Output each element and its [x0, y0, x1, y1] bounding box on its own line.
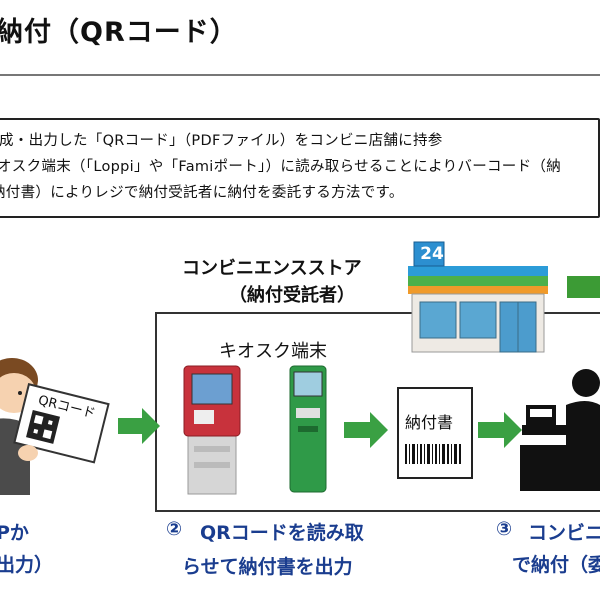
title-divider [0, 74, 600, 76]
kiosk-red-illustration [183, 365, 241, 495]
payment-slip-label: 納付書 [405, 413, 454, 432]
arrow-to-receipt [344, 412, 388, 448]
step2-number: ② [166, 518, 183, 540]
step1-line2: 出力） [0, 554, 54, 576]
kiosk-label: キオスク端末 [219, 341, 327, 362]
convenience-store-illustration [408, 241, 548, 353]
store-sign-green [567, 276, 600, 298]
kiosk-green-illustration [289, 365, 327, 493]
store-sign-number: 24 [420, 244, 444, 264]
step1-line1: Pか [0, 522, 29, 544]
step2-line1: QRコードを読み取 [200, 522, 364, 544]
step2-line2: らせて納付書を出力 [182, 556, 353, 578]
store-subtitle: （納付受託者） [229, 285, 355, 306]
page-title: 納付（QRコード） [0, 17, 238, 48]
description-line-1: 成・出力した「QRコード」（PDFファイル）をコンビニ店舗に持参 [0, 133, 443, 149]
person-with-qr-illustration [0, 358, 110, 495]
description-line-3: 納付書）によりレジで納付受託者に納付を委託する方法です。 [0, 185, 404, 201]
store-title: コンビニエンスストア [182, 258, 362, 279]
arrow-to-register [478, 412, 522, 448]
step3-number: ③ [496, 518, 513, 540]
description-line-2: オスク端末（「Loppi」や「Famiポート」）に読み取らせることによりバーコー… [0, 159, 561, 175]
step3-line1: コンビニ [528, 522, 600, 544]
step3-line2: で納付（委 [512, 554, 600, 576]
register-clerk-illustration [520, 369, 600, 491]
description-box: 成・出力した「QRコード」（PDFファイル）をコンビニ店舗に持参 オスク端末（「… [0, 118, 600, 218]
barcode-icon [405, 444, 461, 464]
arrow-to-kiosk [118, 408, 160, 444]
